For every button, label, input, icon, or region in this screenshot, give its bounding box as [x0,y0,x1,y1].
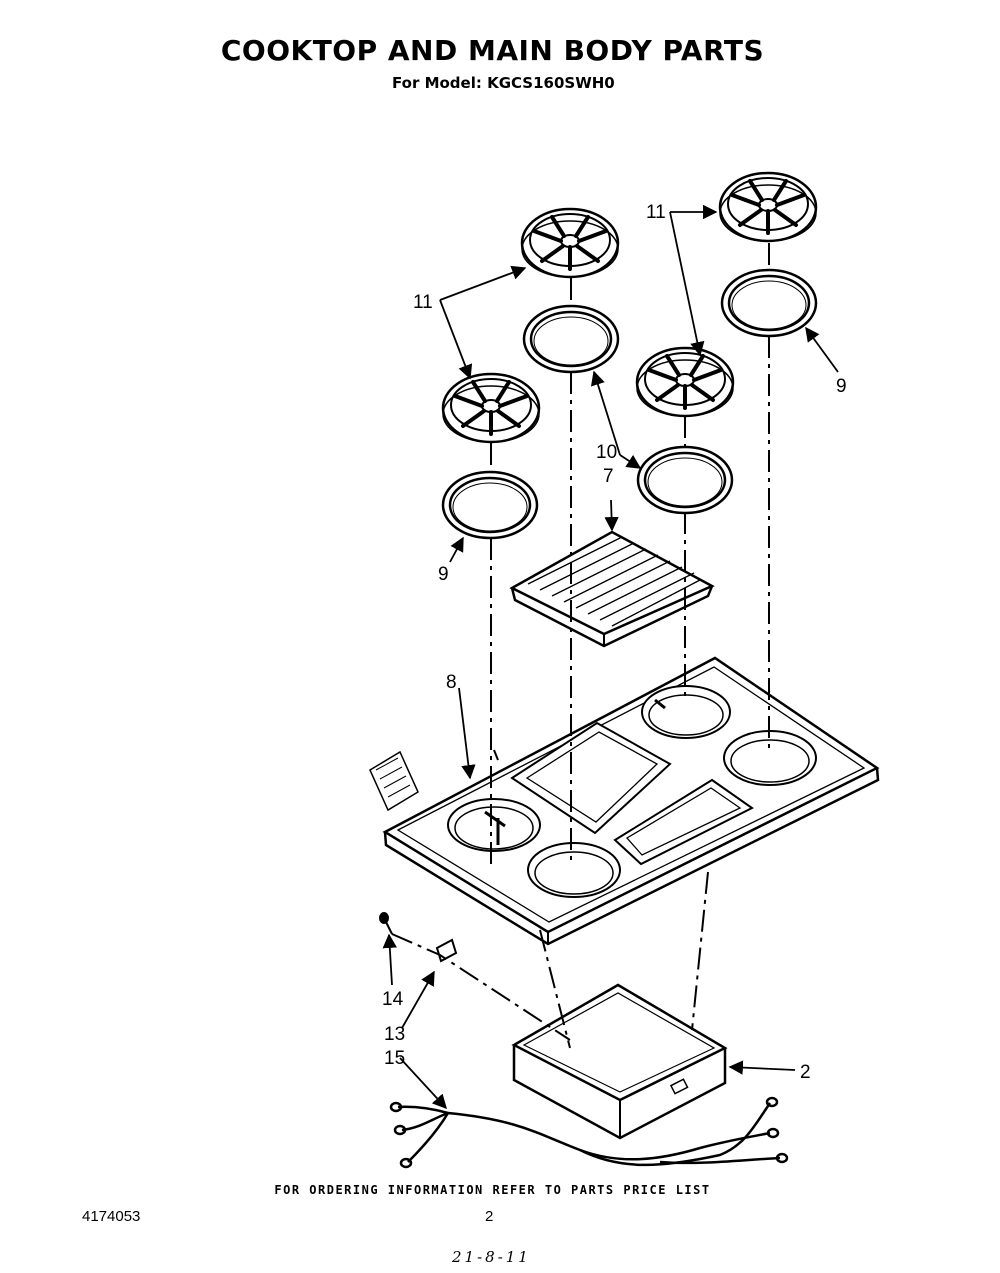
grate-rear-left [520,207,620,279]
callout-11-right: 11 [646,202,666,223]
document-number: 4174053 [82,1208,141,1225]
wiring-harness [389,1096,789,1169]
callout-14: 14 [382,989,404,1010]
page-title: COOKTOP AND MAIN BODY PARTS [220,34,765,67]
ring-front-right [636,445,734,515]
grate-front-right [635,346,735,418]
callout-7: 7 [603,466,614,487]
ordering-note: FOR ORDERING INFORMATION REFER TO PARTS … [274,1183,711,1197]
burner-box [511,983,728,1140]
leader-lines [382,204,839,1110]
handwritten-date: 21-8-11 [452,1248,531,1266]
page-number: 2 [485,1208,494,1225]
ring-rear-left [522,304,620,374]
ring-rear-right [720,268,818,338]
callout-10: 10 [596,442,617,463]
label-plate [369,750,419,812]
callout-9-left: 9 [438,564,449,585]
callout-11-left: 11 [413,292,433,313]
screw [379,912,393,935]
grate-front-left [441,372,541,444]
grill-grate [509,530,715,648]
callout-15: 15 [384,1048,405,1069]
grate-rear-right [718,171,818,243]
callout-8: 8 [446,672,457,693]
ring-front-left [441,470,539,540]
bracket [435,938,458,963]
callout-13: 13 [384,1024,405,1045]
alignment-lines [391,243,770,1049]
callout-2: 2 [800,1062,811,1083]
cooktop-body [382,656,880,946]
model-subtitle: For Model: KGCS160SWH0 [392,74,615,92]
callout-9-right: 9 [836,376,847,397]
